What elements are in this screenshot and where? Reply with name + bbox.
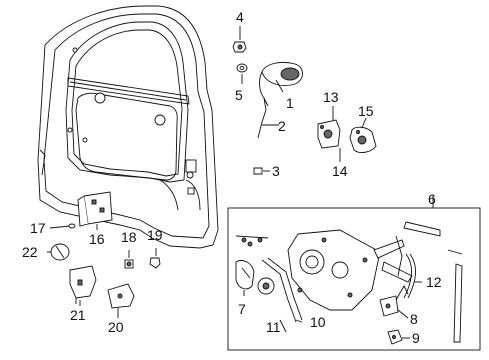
- part-4-nut: [232, 41, 247, 53]
- part-5-bushing: [236, 63, 248, 73]
- callout-21: 21: [70, 307, 86, 323]
- trim-clips: [235, 235, 269, 247]
- callout-9: 9: [412, 330, 420, 346]
- callout-22: 22: [22, 244, 38, 260]
- lock-cylinder: [349, 126, 377, 153]
- callout-10: 10: [310, 314, 326, 330]
- callout-2: 2: [278, 118, 286, 134]
- outside-handle-rod: [257, 97, 269, 139]
- callout-13: 13: [323, 89, 339, 105]
- callout-14: 14: [332, 163, 348, 179]
- callout-19: 19: [147, 227, 163, 243]
- callout-7: 7: [238, 301, 246, 317]
- callout-20: 20: [108, 319, 124, 335]
- regulator-box: [227, 196, 481, 351]
- callout-16: 16: [89, 231, 105, 247]
- hinge-cap: [50, 243, 70, 261]
- outside-handle: [259, 61, 303, 99]
- part-19-clip: [149, 257, 161, 269]
- part-3-clip: [253, 167, 263, 175]
- lower-hinge: [69, 265, 97, 304]
- regulator-panel: [287, 229, 381, 311]
- actuator-motor: [257, 277, 275, 295]
- callout-labels: 1 2 3 4 5 6 7 8 9 10 11 12 13 14 15 16 1…: [22, 9, 442, 346]
- callout-12: 12: [426, 274, 442, 290]
- inside-handle: [235, 260, 255, 290]
- callout-4: 4: [236, 9, 244, 25]
- hinge-plate: [107, 283, 135, 309]
- callout-6: 6: [428, 191, 436, 207]
- rear-channel: [453, 263, 463, 343]
- glass-channel: [403, 221, 463, 255]
- door-shell: [37, 5, 219, 249]
- latch-assembly: [379, 285, 409, 317]
- callout-15: 15: [358, 103, 374, 119]
- callout-1: 1: [286, 95, 294, 111]
- callout-8: 8: [410, 311, 418, 327]
- callout-3: 3: [272, 163, 280, 179]
- upper-hinge: [77, 191, 113, 227]
- callout-5: 5: [235, 87, 243, 103]
- inside-handle-rod: [261, 257, 303, 323]
- callout-17: 17: [30, 220, 46, 236]
- callout-11: 11: [266, 319, 281, 335]
- part-18-bolt: [124, 259, 134, 269]
- actuator-cable: [403, 253, 416, 299]
- hinge-bolt: [59, 223, 76, 229]
- lock-retainer: [317, 119, 341, 149]
- callout-18: 18: [121, 229, 137, 245]
- latch-plate: [387, 329, 403, 345]
- regulator-arm: [373, 235, 413, 283]
